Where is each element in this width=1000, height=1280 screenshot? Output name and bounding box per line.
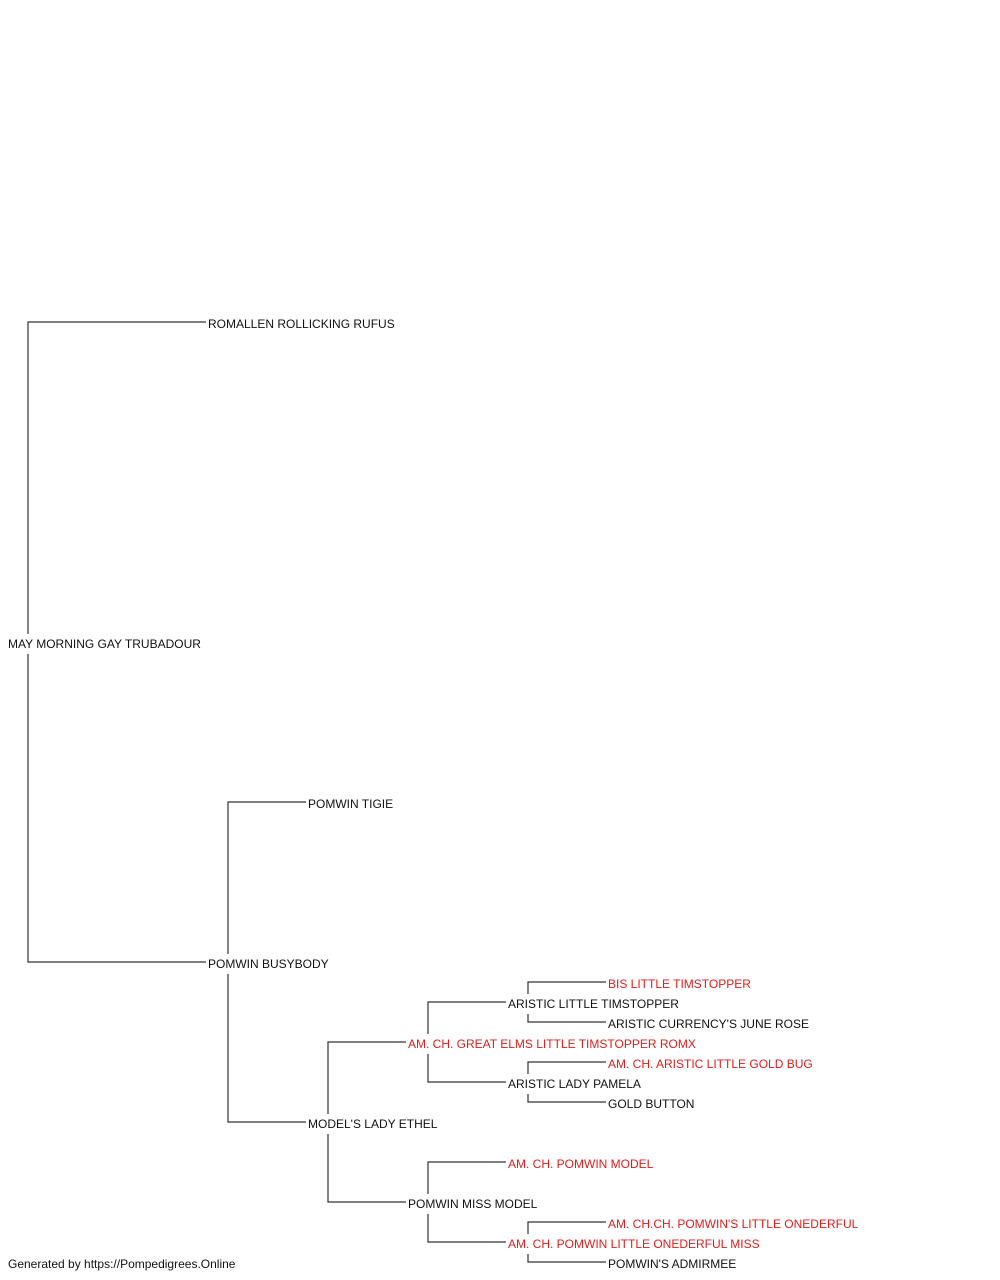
connector-pomwin-miss-model-to-am-ch-pomwin-little-onederful-miss: [427, 1214, 506, 1243]
pedigree-node-pomwin-miss-model: POMWIN MISS MODEL: [408, 1197, 538, 1211]
pedigree-node-romallen-rollicking-rufus: ROMALLEN ROLLICKING RUFUS: [208, 317, 395, 331]
connector-pomwin-miss-model-to-am-ch-pomwin-model: [427, 1161, 506, 1194]
pedigree-node-am-ch-pomwin-model: AM. CH. POMWIN MODEL: [508, 1157, 654, 1171]
connector-aristic-little-timstopper-to-aristic-currency-s-june-rose: [527, 1014, 606, 1023]
pedigree-node-model-s-lady-ethel: MODEL'S LADY ETHEL: [308, 1117, 438, 1131]
pedigree-node-gold-button: GOLD BUTTON: [608, 1097, 695, 1111]
generator-credit: Generated by https://Pompedigrees.Online: [8, 1257, 236, 1271]
connector-model-s-lady-ethel-to-am-ch-great-elms-little-timstopper-romx: [327, 1041, 406, 1114]
pedigree-node-am-ch-aristic-little-gold-bug: AM. CH. ARISTIC LITTLE GOLD BUG: [608, 1057, 813, 1071]
connector-may-morning-gay-trubadour-to-romallen-rollicking-rufus: [27, 321, 206, 634]
pedigree-node-may-morning-gay-trubadour: MAY MORNING GAY TRUBADOUR: [8, 637, 201, 651]
connector-am-ch-great-elms-little-timstopper-romx-to-aristic-lady-pamela: [427, 1054, 506, 1083]
connector-aristic-lady-pamela-to-am-ch-aristic-little-gold-bug: [527, 1061, 606, 1074]
connector-aristic-little-timstopper-to-bis-little-timstopper: [527, 981, 606, 994]
pedigree-node-aristic-lady-pamela: ARISTIC LADY PAMELA: [508, 1077, 641, 1091]
pedigree-node-pomwin-s-admirmee: POMWIN'S ADMIRMEE: [608, 1257, 737, 1271]
connector-am-ch-pomwin-little-onederful-miss-to-am-ch-ch-pomwin-s-little-onederful: [527, 1221, 606, 1234]
pedigree-node-pomwin-tigie: POMWIN TIGIE: [308, 797, 394, 811]
pedigree-node-am-ch-great-elms-little-timstopper-romx: AM. CH. GREAT ELMS LITTLE TIMSTOPPER ROM…: [408, 1037, 696, 1051]
connector-may-morning-gay-trubadour-to-pomwin-busybody: [27, 654, 206, 963]
pedigree-node-am-ch-pomwin-little-onederful-miss: AM. CH. POMWIN LITTLE ONEDERFUL MISS: [508, 1237, 760, 1251]
connector-model-s-lady-ethel-to-pomwin-miss-model: [327, 1134, 406, 1203]
connector-am-ch-pomwin-little-onederful-miss-to-pomwin-s-admirmee: [527, 1254, 606, 1263]
pedigree-node-am-ch-ch-pomwin-s-little-onederful: AM. CH.CH. POMWIN'S LITTLE ONEDERFUL: [608, 1217, 859, 1231]
connector-aristic-lady-pamela-to-gold-button: [527, 1094, 606, 1103]
connector-am-ch-great-elms-little-timstopper-romx-to-aristic-little-timstopper: [427, 1001, 506, 1034]
connector-pomwin-busybody-to-pomwin-tigie: [227, 801, 306, 954]
pedigree-node-aristic-currency-s-june-rose: ARISTIC CURRENCY'S JUNE ROSE: [608, 1017, 809, 1031]
connector-pomwin-busybody-to-model-s-lady-ethel: [227, 974, 306, 1123]
pedigree-node-bis-little-timstopper: BIS LITTLE TIMSTOPPER: [608, 977, 751, 991]
pedigree-node-pomwin-busybody: POMWIN BUSYBODY: [208, 957, 329, 971]
pedigree-node-aristic-little-timstopper: ARISTIC LITTLE TIMSTOPPER: [508, 997, 679, 1011]
